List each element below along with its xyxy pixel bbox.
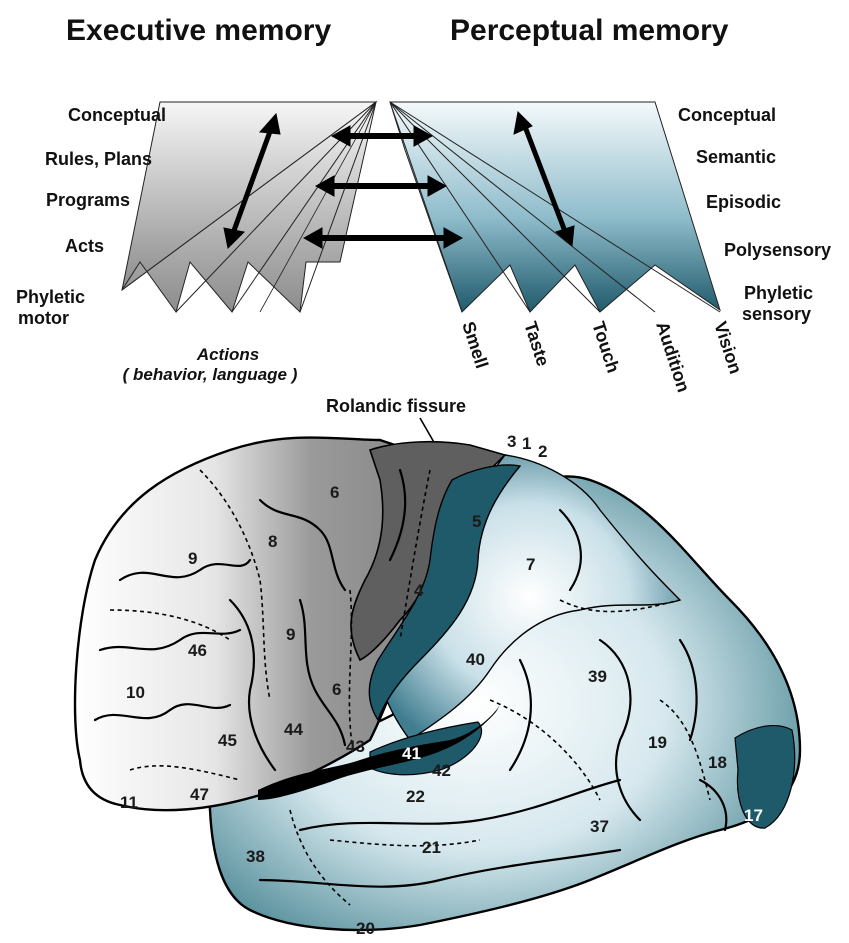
sense-audition: Audition (652, 319, 694, 395)
exec-level-rules-plans: Rules, Plans (45, 149, 152, 169)
area-40: 40 (466, 650, 485, 669)
sense-touch: Touch (588, 319, 623, 375)
area-1: 1 (522, 434, 531, 453)
area-47: 47 (190, 785, 209, 804)
area-22: 22 (406, 787, 425, 806)
percept-level-phyletic: Phyletic (744, 283, 813, 303)
exec-level-motor: motor (18, 308, 69, 328)
area-6-upper: 6 (330, 483, 339, 502)
area-43: 43 (346, 737, 365, 756)
exec-level-conceptual: Conceptual (68, 105, 166, 125)
area-7: 7 (526, 555, 535, 574)
area-9-anterior: 9 (188, 549, 197, 568)
area-41: 41 (402, 744, 421, 763)
area-5: 5 (472, 512, 481, 531)
actions-caption-detail: ( behavior, language ) (123, 365, 298, 384)
percept-level-semantic: Semantic (696, 147, 776, 167)
exec-level-programs: Programs (46, 190, 130, 210)
percept-level-episodic: Episodic (706, 192, 781, 212)
area-2: 2 (538, 442, 547, 461)
area-10: 10 (126, 683, 145, 702)
area-20: 20 (356, 919, 375, 938)
area-45: 45 (218, 731, 237, 750)
percept-level-conceptual: Conceptual (678, 105, 776, 125)
area-4: 4 (414, 581, 424, 600)
area-39: 39 (588, 667, 607, 686)
executive-memory-title: Executive memory (66, 14, 331, 47)
area-17: 17 (744, 806, 763, 825)
percept-level-polysensory: Polysensory (724, 240, 831, 260)
area-3: 3 (507, 432, 516, 451)
connection-arrows (223, 110, 575, 250)
exec-level-phyletic: Phyletic (16, 287, 85, 307)
actions-caption-title: Actions (196, 345, 259, 364)
sense-smell: Smell (458, 319, 492, 371)
area-44: 44 (284, 720, 303, 739)
area-9-posterior: 9 (286, 625, 295, 644)
sense-vision: Vision (710, 319, 746, 376)
percept-level-sensory: sensory (742, 304, 811, 324)
area-6-lower: 6 (332, 680, 341, 699)
area-38: 38 (246, 847, 265, 866)
area-37: 37 (590, 817, 609, 836)
sense-taste: Taste (520, 319, 553, 369)
area-8: 8 (268, 532, 277, 551)
area-11: 11 (120, 793, 138, 812)
area-46: 46 (188, 641, 207, 660)
brain-lateral-view (73, 436, 802, 932)
area-21: 21 (422, 838, 441, 857)
area-18: 18 (708, 753, 727, 772)
perceptual-memory-title: Perceptual memory (450, 14, 729, 47)
rolandic-fissure-label: Rolandic fissure (326, 396, 466, 416)
area-19: 19 (648, 733, 667, 752)
brodmann-area-labels: 3 1 2 5 6 8 9 4 7 46 9 40 39 10 6 44 45 … (120, 432, 763, 938)
area-42: 42 (432, 761, 451, 780)
exec-level-acts: Acts (65, 236, 104, 256)
